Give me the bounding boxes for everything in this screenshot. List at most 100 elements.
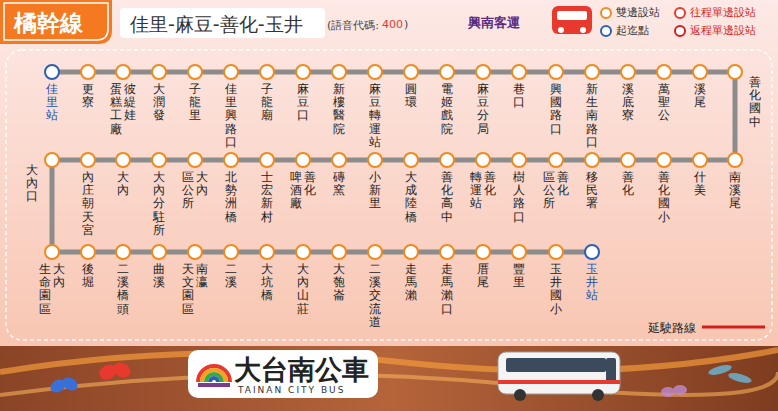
bus-stop: 大內口 [26, 152, 60, 204]
stop-name-columns: 興國路口 [550, 83, 562, 136]
stop-name-columns: 麻豆轉運站 [369, 83, 381, 149]
bus-stop: 新樓醫院 [331, 64, 347, 136]
stop-name: 大坑橋 [261, 263, 273, 303]
stop-name: 南溪尾 [729, 171, 741, 211]
stop-name-columns: 佳里站 [46, 83, 58, 123]
map-label: 400 [382, 18, 403, 31]
stop-marker [403, 152, 419, 168]
stop-name: 曲溪 [153, 263, 165, 289]
stop-name-columns: 玉井國小 [550, 263, 562, 316]
route-segment [383, 158, 403, 163]
stop-marker [367, 152, 383, 168]
bus-stop: 玉井站 [584, 244, 600, 303]
route-segment [96, 250, 115, 255]
route-segment [60, 70, 80, 75]
bus-stop: 善化 [620, 152, 636, 197]
stop-marker [475, 64, 491, 80]
stop-name: 溪底寮 [622, 83, 634, 123]
legend-item: 雙邊設站 [600, 5, 660, 20]
route-segment [311, 250, 331, 255]
stop-marker [259, 152, 275, 168]
stop-name-columns: 大內 [117, 171, 129, 197]
bus-stop: 更寮 [80, 64, 96, 109]
route-segment [311, 70, 331, 75]
stop-name: 大匏崙 [333, 263, 345, 303]
stop-name-columns: 大匏崙 [333, 263, 345, 303]
bus-stop: 子龍里 [187, 64, 203, 123]
stop-name: 子龍廟 [261, 83, 273, 123]
stop-name: 善化 [622, 171, 634, 197]
stop-name: 蛋糕工廠 [110, 83, 122, 136]
stop-name: 二溪 [225, 263, 237, 289]
stop-name: 玉井國小 [550, 263, 562, 316]
bus-stop: 大匏崙 [331, 244, 347, 303]
legend-text: 往程單邊設站 [690, 5, 756, 20]
bus-stop: 圓環 [403, 64, 419, 109]
stop-name-columns: 大潤發 [153, 83, 165, 123]
route-segment [311, 158, 331, 163]
stop-name: 走馬瀨 [405, 263, 417, 303]
map-label: (語音代碼: [327, 18, 379, 33]
route-segment [60, 158, 80, 163]
route-segment [347, 158, 367, 163]
stop-name-columns: 大成陸橋 [405, 171, 417, 224]
stop-marker [584, 152, 600, 168]
bus-stop: 走馬瀨 [403, 244, 419, 303]
stop-marker [187, 152, 203, 168]
bus-stop: 善化高中 [439, 152, 455, 224]
stop-name: 大內 [117, 171, 129, 197]
stop-marker [223, 244, 239, 260]
stop-marker [511, 64, 527, 80]
route-segment [167, 250, 187, 255]
stop-name: 大內 [196, 171, 208, 211]
stop-name-columns: 善化高中 [441, 171, 453, 224]
stop-marker [584, 244, 600, 260]
stop-name-columns: 小新里 [369, 171, 381, 211]
bus-stop: 電姬戲院 [439, 64, 455, 136]
stop-marker [511, 244, 527, 260]
stop-name: 興國路口 [550, 83, 562, 136]
legend-text: 雙邊設站 [616, 5, 660, 20]
stop-marker [259, 244, 275, 260]
stop-marker [548, 244, 564, 260]
stop-name-columns: 什美 [694, 171, 706, 197]
legend-swatch [600, 7, 612, 19]
stop-marker [727, 64, 743, 80]
bus-stop: 二溪橋頭 [115, 244, 131, 316]
stop-name-columns: 大坑橋 [261, 263, 273, 303]
route-segment [383, 70, 403, 75]
bus-stop: 巷口 [511, 64, 527, 109]
route-segment [708, 158, 727, 163]
stop-marker [331, 64, 347, 80]
stop-name-columns: 麻豆口 [297, 83, 309, 123]
bus-stop: 小新里 [367, 152, 383, 211]
stop-name-columns: 北勢洲橋 [225, 171, 237, 224]
stop-name-columns: 樹人路口 [513, 171, 525, 224]
bus-stop: 豐里 [511, 244, 527, 289]
route-segment [455, 70, 475, 75]
stop-name: 士宏新村 [261, 171, 273, 224]
stop-name-columns: 溪尾 [694, 83, 706, 109]
stop-marker [692, 64, 708, 80]
stop-marker [151, 152, 167, 168]
stop-marker [727, 152, 743, 168]
stop-name-columns: 善化 [622, 171, 634, 197]
legend-swatch [674, 7, 686, 19]
route-segment [50, 168, 55, 244]
stop-name: 大成陸橋 [405, 171, 417, 224]
stop-name: 二溪橋頭 [117, 263, 129, 316]
bus-stop: 子龍廟 [259, 64, 275, 123]
stop-name-columns: 善化國中 [749, 76, 761, 129]
route-segment [131, 250, 151, 255]
legend-text: 延駛路線 [648, 320, 696, 337]
stop-name: 區公所 [182, 171, 194, 211]
route-segment [131, 158, 151, 163]
bus-stop: 麻豆口 [295, 64, 311, 123]
route-segment [203, 250, 223, 255]
route-segment [708, 70, 727, 75]
stop-name: 圓環 [405, 83, 417, 109]
stop-name-columns: 彼緹娃蛋糕工廠 [110, 83, 136, 136]
route-segment [636, 158, 656, 163]
stop-name: 厝尾 [477, 263, 489, 289]
bus-stop: 大內生命園區 [39, 244, 65, 316]
